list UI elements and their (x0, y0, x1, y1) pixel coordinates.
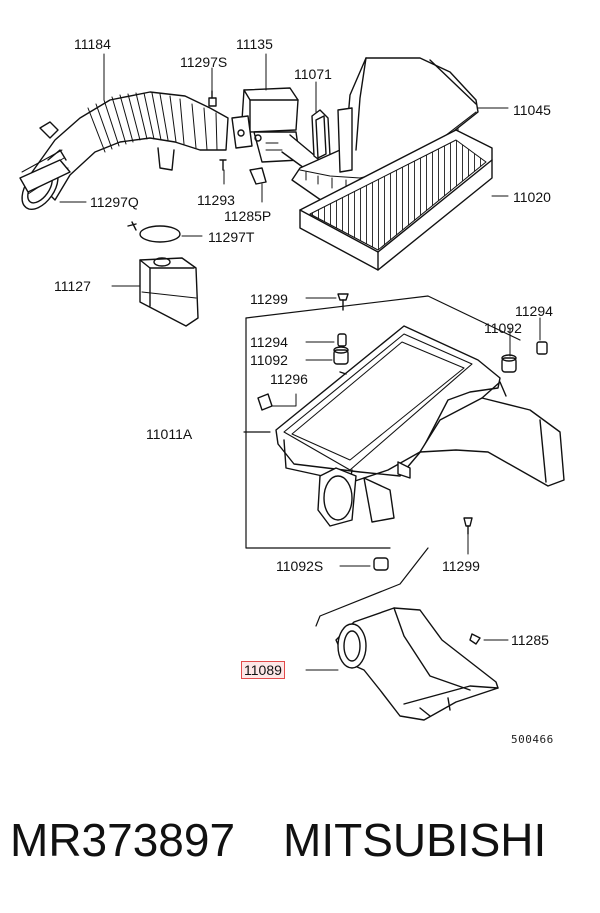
part-label-11045: 11045 (513, 102, 551, 118)
footer: MR373897 MITSUBISHI (10, 810, 600, 870)
leader-lines (59, 53, 541, 671)
screw-11293 (219, 159, 227, 171)
cap-11294-right (536, 341, 548, 355)
air-filter (299, 129, 493, 271)
bolt-11297s (208, 90, 217, 107)
part-label-11135: 11135 (236, 36, 273, 52)
clamp-11297q (19, 149, 71, 193)
gasket-11071 (311, 109, 331, 163)
air-duct (335, 607, 499, 721)
part-label-11071: 11071 (294, 66, 332, 82)
part-label-11297s: 11297S (180, 54, 228, 70)
part-label-11011a: 11011A (146, 426, 193, 442)
duct-leader (315, 547, 429, 627)
part-label-11297t: 11297T (208, 229, 255, 245)
grommet-11092-left (333, 346, 349, 365)
cap-11294-left (337, 333, 347, 347)
part-label-11299-bottom: 11299 (442, 558, 480, 574)
part-label-11092s: 11092S (276, 558, 324, 574)
part-label-11299-top: 11299 (250, 291, 288, 307)
bracket-top (245, 295, 521, 341)
part-label-11285p: 11285P (224, 208, 272, 224)
part-label-11294-left: 11294 (250, 334, 288, 350)
bracket-left (245, 317, 391, 549)
part-label-11092-left: 11092 (250, 352, 288, 368)
resonator-11127 (139, 257, 199, 327)
grommet-11092s (373, 557, 389, 571)
grommet-11092-right (501, 354, 517, 373)
part-label-11092-right: 11092 (484, 320, 522, 336)
diagram-code: 500466 (511, 733, 554, 746)
brand-name: MITSUBISHI (283, 814, 547, 866)
part-label-11184: 11184 (74, 36, 111, 52)
bolt-11299-bottom (463, 517, 473, 535)
part-number: MR373897 (10, 814, 236, 866)
clamp-11297t (127, 221, 181, 243)
lower-case (275, 325, 565, 527)
pin-11285p (249, 167, 267, 185)
bolt-11299-top (337, 293, 349, 311)
airflow-sensor (231, 87, 321, 169)
part-label-11296: 11296 (270, 371, 308, 387)
part-label-11089-highlighted: 11089 (241, 661, 285, 679)
part-label-11020: 11020 (513, 189, 551, 205)
part-label-11127: 11127 (54, 278, 91, 294)
part-label-11297q: 11297Q (90, 194, 139, 210)
part-label-11293: 11293 (197, 192, 235, 208)
part-label-11285: 11285 (511, 632, 549, 648)
part-label-11294-right: 11294 (515, 303, 553, 319)
bolt-11285 (469, 633, 481, 645)
